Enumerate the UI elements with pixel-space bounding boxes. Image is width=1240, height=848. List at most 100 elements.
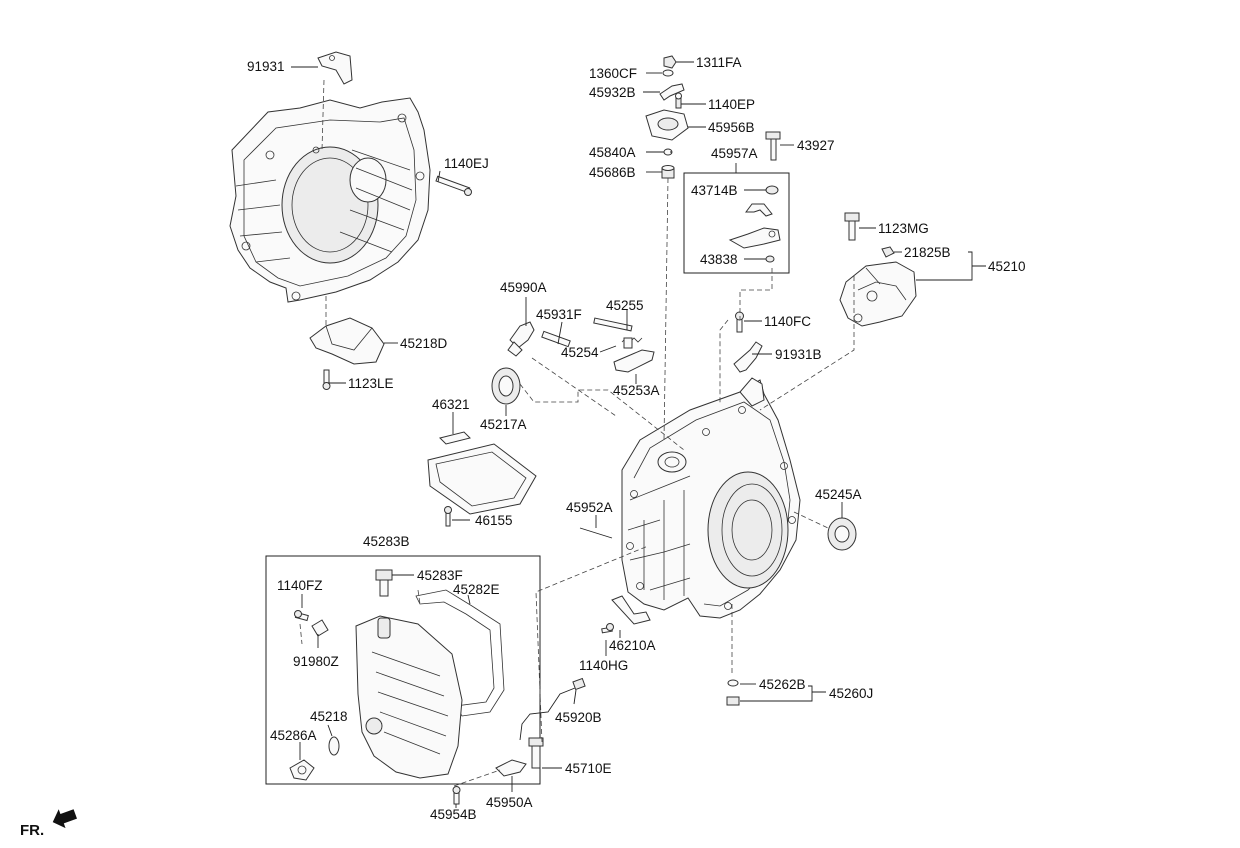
label-1123MG: 1123MG [878, 221, 929, 236]
label-45954B: 45954B [430, 807, 477, 822]
bolt-45954B [452, 786, 461, 805]
label-45218: 45218 [310, 709, 348, 724]
seal-45217A [491, 367, 521, 405]
label-1360CF: 1360CF [589, 66, 637, 81]
label-91980Z: 91980Z [293, 654, 339, 669]
label-45990A: 45990A [500, 280, 547, 295]
label-45245A: 45245A [815, 487, 862, 502]
label-45262B: 45262B [759, 677, 806, 692]
label-1140EJ: 1140EJ [444, 156, 489, 171]
bolt-1140EP [675, 92, 682, 109]
label-1140EP: 1140EP [708, 97, 755, 112]
label-45952A: 45952A [566, 500, 613, 515]
label-45950A: 45950A [486, 795, 533, 810]
label-45254: 45254 [561, 345, 599, 360]
label-1140HG: 1140HG [579, 658, 628, 673]
washer-45262B [727, 679, 739, 687]
plug-45283F [375, 569, 393, 597]
sensor-45920B [519, 677, 586, 741]
label-45210: 45210 [988, 259, 1026, 274]
link-43838 [728, 227, 781, 263]
leader-lines [291, 61, 986, 808]
bolt-1123MG [844, 212, 860, 241]
bolt-1140EJ [435, 175, 472, 196]
label-43714B: 43714B [691, 183, 738, 198]
label-45283B: 45283B [363, 534, 410, 549]
switch-45956B [645, 109, 689, 141]
label-45260J: 45260J [829, 686, 873, 701]
label-21825B: 21825B [904, 245, 951, 260]
group-box-45283B [265, 555, 541, 785]
sensor-45710E [528, 737, 544, 769]
oring-45218 [328, 736, 340, 756]
bracket-46210A [611, 595, 651, 625]
transaxle-case [621, 377, 801, 619]
assembly-lines [299, 79, 855, 787]
bracket-45950A [495, 759, 527, 777]
detent-45253A [613, 349, 655, 373]
label-45253A: 45253A [613, 383, 660, 398]
label-45286A: 45286A [270, 728, 317, 743]
bolt-1140FZ [294, 610, 309, 622]
label-45283F: 45283F [417, 568, 463, 583]
lever-45932B [659, 83, 685, 101]
washer-1360CF [662, 69, 674, 77]
label-46155: 46155 [475, 513, 513, 528]
part-labels: 91931 1140EJ 45218D 1123LE 1311FA 1360CF… [247, 55, 1026, 822]
oil-filter [427, 443, 537, 515]
label-45957A: 45957A [711, 146, 758, 161]
label-1123LE: 1123LE [348, 376, 394, 391]
bushing-45686B [661, 165, 675, 179]
label-1140FZ: 1140FZ [277, 578, 323, 593]
converter-housing [229, 97, 431, 303]
oil-pan [355, 615, 463, 779]
label-45920B: 45920B [555, 710, 602, 725]
label-45218D: 45218D [400, 336, 448, 351]
label-45282E: 45282E [453, 582, 500, 597]
label-43927: 43927 [797, 138, 835, 153]
bolt-43927 [765, 131, 781, 161]
spring-45254 [621, 337, 643, 349]
front-arrow-icon [52, 809, 77, 829]
group-box-45957A [683, 172, 790, 274]
clip-43714B [745, 203, 773, 217]
bolt-46155 [444, 506, 452, 527]
bushing-43714B [765, 185, 779, 195]
front-direction-indicator: FR. [20, 809, 77, 839]
label-46210A: 46210A [609, 638, 656, 653]
bracket-91931 [317, 51, 353, 85]
gasket-46321 [439, 431, 471, 445]
label-91931: 91931 [247, 59, 285, 74]
clamp-45286A [289, 759, 315, 781]
bolt-1140FC [735, 311, 744, 333]
washer-21825B [881, 246, 895, 258]
label-46321: 46321 [432, 397, 470, 412]
label-45686B: 45686B [589, 165, 636, 180]
nut-1311FA [663, 55, 677, 69]
pin-45931F [541, 330, 571, 348]
label-91931B: 91931B [775, 347, 822, 362]
seal-45245A [827, 517, 857, 551]
label-45255: 45255 [606, 298, 644, 313]
bolt-1140HG [601, 623, 614, 634]
lever-45990A [507, 321, 535, 357]
mount-45210 [839, 261, 917, 327]
bracket-45218D [309, 317, 385, 365]
pin-45255 [593, 317, 633, 332]
bolt-1123LE [322, 369, 331, 390]
bracket-91931B [733, 341, 763, 373]
clip-91980Z [311, 619, 329, 637]
label-43838: 43838 [700, 252, 738, 267]
label-45710E: 45710E [565, 761, 612, 776]
label-1140FC: 1140FC [764, 314, 811, 329]
label-1311FA: 1311FA [696, 55, 742, 70]
label-45840A: 45840A [589, 145, 636, 160]
label-45932B: 45932B [589, 85, 636, 100]
tube-45952A [579, 527, 613, 539]
label-45956B: 45956B [708, 120, 755, 135]
plug-45260J [726, 696, 740, 706]
label-45931F: 45931F [536, 307, 582, 322]
front-label: FR. [20, 822, 44, 839]
